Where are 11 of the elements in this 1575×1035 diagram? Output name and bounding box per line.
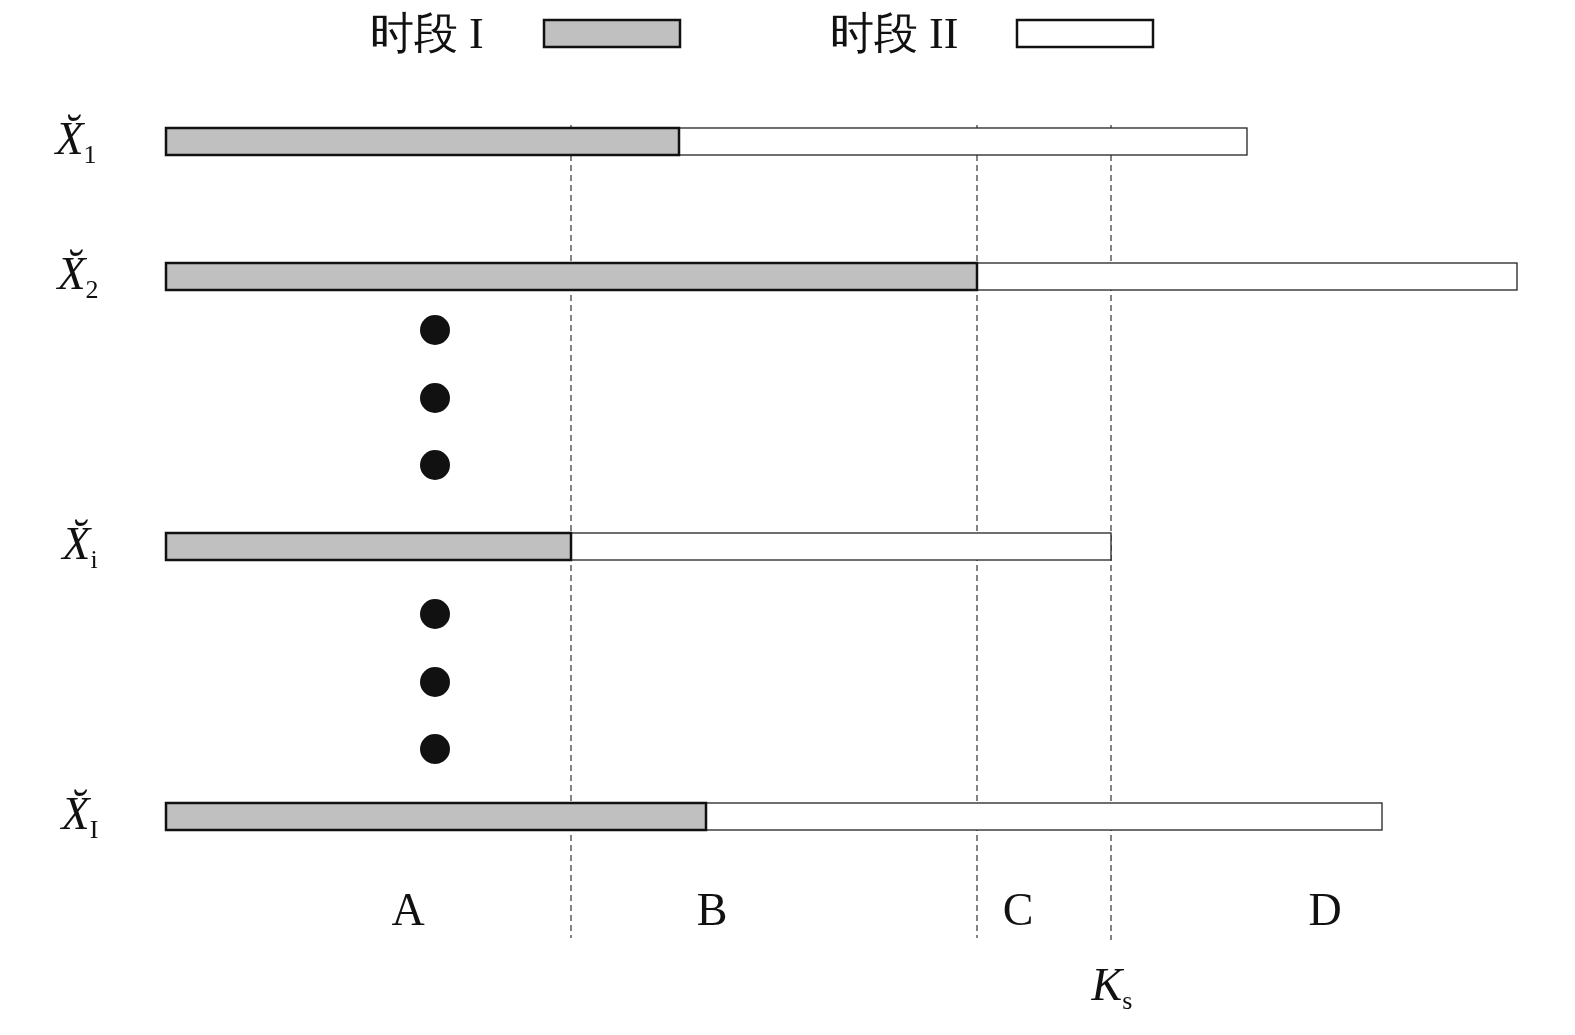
region-label: B	[696, 887, 728, 933]
region-label: D	[1308, 887, 1342, 933]
legend-label: 时段 I	[370, 12, 484, 56]
threshold-label: K$_{s}$	[1091, 961, 1133, 1015]
row-label: X̆$_{I}$	[61, 790, 99, 844]
region-label: C	[1002, 887, 1034, 933]
row-label: X̆$_{2}$	[57, 250, 99, 304]
row-label: X̆$_{i}$	[62, 520, 98, 574]
region-label: A	[391, 887, 425, 933]
row-label: X̆$_{1}$	[55, 115, 97, 169]
legend-label: 时段 II	[830, 12, 959, 56]
